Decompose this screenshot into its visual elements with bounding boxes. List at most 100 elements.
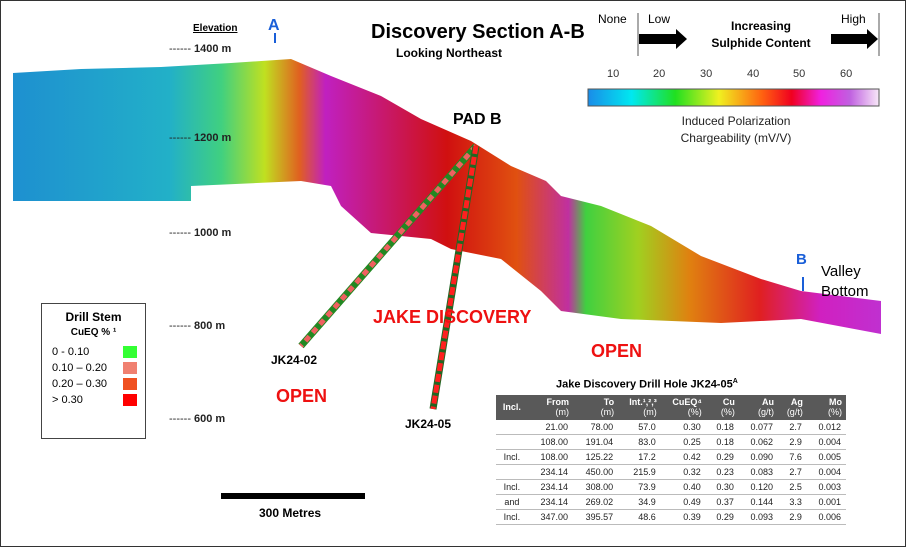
header-unit: (m) bbox=[555, 407, 569, 418]
hole-label-jk24-05: JK24-05 bbox=[405, 417, 452, 431]
table-cell: 3.3 bbox=[777, 494, 807, 510]
ip-colorbar bbox=[587, 88, 880, 107]
legend-item: 0 - 0.10 bbox=[42, 344, 145, 360]
table-cell: 0.012 bbox=[806, 419, 846, 435]
table-cell: 57.0 bbox=[618, 419, 661, 435]
table-cell: 0.30 bbox=[660, 419, 706, 435]
table-cell: 108.00 bbox=[527, 449, 573, 465]
table-cell: 0.30 bbox=[705, 479, 739, 495]
column-header: CuEQ⁴(%) bbox=[660, 395, 706, 420]
table-cell: 2.7 bbox=[777, 419, 807, 435]
table-cell: 0.18 bbox=[705, 419, 739, 435]
header-unit: (%) bbox=[687, 407, 702, 418]
title: Discovery Section A-B bbox=[371, 21, 585, 43]
table-cell: 215.9 bbox=[618, 464, 661, 480]
tick-30: 30 bbox=[700, 68, 713, 80]
table-cell: 234.14 bbox=[527, 464, 573, 480]
table-cell: 0.23 bbox=[705, 464, 739, 480]
elev-1200: 1200 m bbox=[169, 132, 231, 144]
jake-discovery-label: JAKE DISCOVERY bbox=[373, 307, 532, 327]
table-cell: 2.9 bbox=[777, 509, 807, 525]
table-cell: 0.25 bbox=[660, 434, 706, 450]
table-cell: 234.14 bbox=[527, 479, 573, 495]
increasing-text: Increasing bbox=[730, 19, 792, 33]
header-label: To bbox=[603, 397, 615, 407]
elev-800: 800 m bbox=[169, 320, 225, 332]
ip-increasing: Increasing Sulphide Content bbox=[701, 18, 821, 52]
legend-swatch bbox=[123, 362, 137, 374]
bottom-text: Bottom bbox=[821, 283, 869, 300]
ip-title-line2: Chargeability (mV/V) bbox=[680, 131, 792, 145]
table-cell: 347.00 bbox=[527, 509, 573, 525]
table-cell: Incl. bbox=[496, 509, 528, 525]
table-title: Jake Discovery Drill Hole JK24-05A bbox=[556, 378, 738, 391]
open-label-left: OPEN bbox=[276, 386, 328, 406]
table-cell bbox=[496, 419, 528, 435]
header-unit: (g/t) bbox=[757, 407, 774, 418]
header-unit: (%) bbox=[720, 407, 735, 418]
scale-label: 300 Metres bbox=[259, 506, 322, 520]
table-cell: 234.14 bbox=[527, 494, 573, 510]
table-title-sup: A bbox=[732, 378, 738, 385]
header-unit: (%) bbox=[828, 407, 842, 418]
table-cell: 308.00 bbox=[572, 479, 619, 495]
tick-20: 20 bbox=[653, 68, 666, 80]
table-cell: 2.9 bbox=[777, 434, 807, 450]
table-cell: 78.00 bbox=[572, 419, 619, 435]
table-cell: 0.40 bbox=[660, 479, 706, 495]
header-unit: (m) bbox=[600, 407, 615, 418]
table-cell: 0.001 bbox=[806, 494, 846, 510]
table-cell: 0.32 bbox=[660, 464, 706, 480]
table-cell: 0.49 bbox=[660, 494, 706, 510]
hole-label-jk24-02: JK24-02 bbox=[271, 353, 318, 367]
column-header: Incl. bbox=[496, 395, 528, 420]
column-header: Mo(%) bbox=[806, 395, 846, 420]
elev-1000: 1000 m bbox=[169, 227, 231, 239]
elevation-label: Elevation bbox=[193, 23, 238, 34]
table-cell: 0.083 bbox=[738, 464, 778, 480]
ip-low: Low bbox=[648, 12, 671, 26]
drill-hole-jk24-05-assays bbox=[430, 145, 479, 410]
header-label: Int.¹,²,³ bbox=[629, 397, 657, 407]
legend-title: Drill Stem bbox=[65, 310, 122, 324]
marker-b: B bbox=[796, 251, 807, 268]
table-cell: 0.006 bbox=[806, 509, 846, 525]
header-unit: (m) bbox=[643, 407, 657, 418]
pad-b-label: PAD B bbox=[453, 111, 502, 128]
table-cell: 0.29 bbox=[705, 509, 739, 525]
column-header: To(m) bbox=[572, 395, 619, 420]
table-cell: 0.120 bbox=[738, 479, 778, 495]
ip-none: None bbox=[598, 12, 627, 26]
table-cell: 269.02 bbox=[572, 494, 619, 510]
marker-a: A bbox=[268, 17, 280, 34]
sulphide-text: Sulphide Content bbox=[711, 36, 811, 50]
table-cell: Incl. bbox=[496, 479, 528, 495]
table-cell: 0.005 bbox=[806, 449, 846, 465]
header-label: Mo bbox=[829, 397, 842, 407]
header-label: CuEQ⁴ bbox=[672, 397, 702, 407]
table-cell: 83.0 bbox=[618, 434, 661, 450]
table-cell: 0.004 bbox=[806, 434, 846, 450]
column-header: From(m) bbox=[527, 395, 573, 420]
table-cell: 191.04 bbox=[572, 434, 619, 450]
arrow-low-icon bbox=[639, 29, 687, 49]
legend-item-label: 0.10 – 0.20 bbox=[52, 362, 108, 374]
table-cell: 0.37 bbox=[705, 494, 739, 510]
table-cell: 0.39 bbox=[660, 509, 706, 525]
table-cell: 450.00 bbox=[572, 464, 619, 480]
legend-item: 0.10 – 0.20 bbox=[42, 360, 145, 376]
table-cell bbox=[496, 464, 528, 480]
legend-swatch bbox=[123, 378, 137, 390]
legend-item-label: 0.20 – 0.30 bbox=[52, 378, 108, 390]
table-cell: 0.42 bbox=[660, 449, 706, 465]
open-label-right: OPEN bbox=[591, 341, 643, 361]
table-cell: 395.57 bbox=[572, 509, 619, 525]
table-cell: 0.29 bbox=[705, 449, 739, 465]
table-cell: 0.062 bbox=[738, 434, 778, 450]
header-label: Ag bbox=[790, 397, 803, 407]
table-cell: 0.093 bbox=[738, 509, 778, 525]
